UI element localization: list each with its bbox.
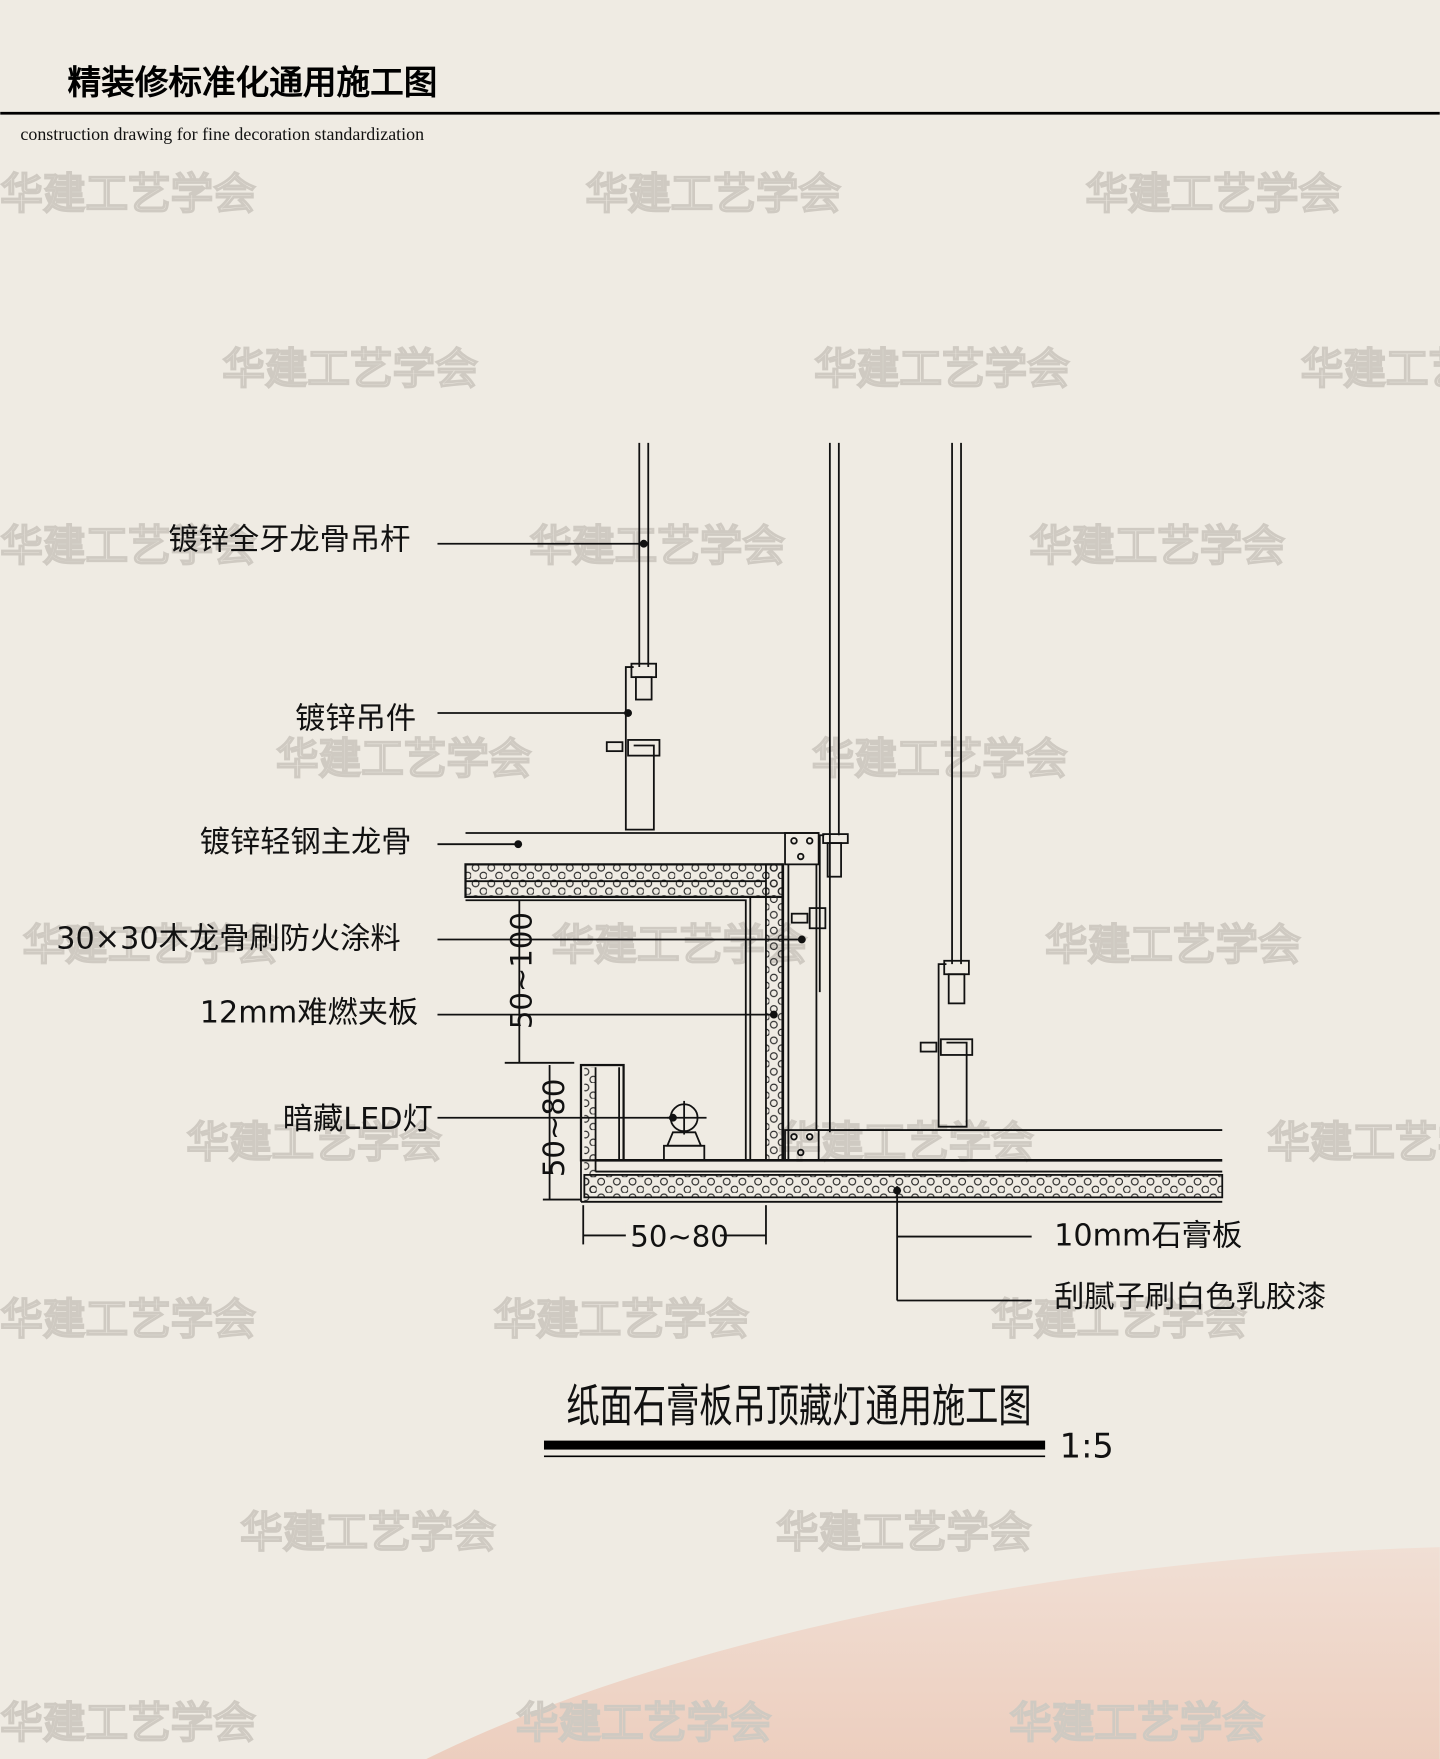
hanger-bracket-left [605,662,661,831]
svg-text:华建工艺学会: 华建工艺学会 [1029,522,1285,572]
svg-text:华建工艺学会: 华建工艺学会 [0,1295,256,1345]
label-paint: 刮腻子刷白色乳胶漆 [897,1280,1326,1315]
hanger-bracket-mid [790,833,849,993]
svg-text:30×30木龙骨刷防火涂料: 30×30木龙骨刷防火涂料 [56,921,400,956]
svg-text:50~80: 50~80 [537,1079,571,1178]
svg-text:10mm石膏板: 10mm石膏板 [1054,1219,1242,1254]
svg-text:暗藏LED灯: 暗藏LED灯 [283,1102,433,1137]
svg-text:华建工艺学会: 华建工艺学会 [1009,1699,1265,1749]
svg-text:华建工艺学会: 华建工艺学会 [991,1295,1247,1345]
watermarks: 华建工艺学会 华建工艺学会 华建工艺学会 华建工艺学会 华建工艺学会 华建工艺学… [0,169,1440,1750]
svg-text:华建工艺学会: 华建工艺学会 [1085,170,1341,220]
svg-text:华建工艺学会: 华建工艺学会 [0,170,256,220]
svg-text:华建工艺学会: 华建工艺学会 [585,170,841,220]
svg-text:华建工艺学会: 华建工艺学会 [494,1295,750,1345]
svg-text:华建工艺学会: 华建工艺学会 [222,344,478,394]
svg-text:12mm难燃夹板: 12mm难燃夹板 [200,995,418,1030]
led-light-icon [663,1100,707,1162]
hanger-rods [638,442,962,1133]
label-led: 暗藏LED灯 [283,1102,677,1137]
label-gypsum: 10mm石膏板 [893,1186,1242,1301]
svg-text:华建工艺学会: 华建工艺学会 [776,1508,1032,1558]
svg-text:华建工艺学会: 华建工艺学会 [23,921,279,971]
svg-text:华建工艺学会: 华建工艺学会 [812,735,1068,785]
page-subtitle: construction drawing for fine decoration… [20,124,424,144]
dimension-slot-width: 50~80 [582,1205,767,1254]
svg-text:华建工艺学会: 华建工艺学会 [529,522,785,572]
svg-text:50~80: 50~80 [630,1220,729,1254]
svg-text:刮腻子刷白色乳胶漆: 刮腻子刷白色乳胶漆 [1054,1280,1326,1315]
svg-text:华建工艺学会: 华建工艺学会 [0,1699,256,1749]
svg-text:华建工艺学会: 华建工艺学会 [186,1118,442,1168]
drawing-title: 纸面石膏板吊顶藏灯通用施工图 [566,1380,1031,1433]
svg-text:镀锌吊件: 镀锌吊件 [295,702,416,737]
label-rod: 镀锌全牙龙骨吊杆 [168,522,648,557]
svg-text:华建工艺学会: 华建工艺学会 [1301,344,1440,394]
plywood-layer [464,863,785,1162]
svg-text:华建工艺学会: 华建工艺学会 [1267,1118,1440,1168]
svg-text:华建工艺学会: 华建工艺学会 [240,1508,496,1558]
svg-text:华建工艺学会: 华建工艺学会 [516,1699,772,1749]
dimension-drop: 50~100 [505,900,575,1064]
label-hanger: 镀锌吊件 [295,702,632,737]
title-underline [543,1440,1046,1450]
svg-text:华建工艺学会: 华建工艺学会 [276,735,532,785]
hanger-bracket-right [919,959,974,1128]
svg-text:华建工艺学会: 华建工艺学会 [0,522,256,572]
dimension-slot-height: 50~80 [537,1065,581,1201]
svg-text:镀锌轻钢主龙骨: 镀锌轻钢主龙骨 [200,825,412,860]
svg-text:华建工艺学会: 华建工艺学会 [814,344,1070,394]
svg-text:镀锌全牙龙骨吊杆: 镀锌全牙龙骨吊杆 [168,522,410,557]
label-plywood: 12mm难燃夹板 [200,995,778,1030]
decorative-blob [426,1547,1440,1759]
drawing-scale: 1:5 [1060,1426,1114,1465]
svg-text:华建工艺学会: 华建工艺学会 [1045,921,1301,971]
svg-text:50~100: 50~100 [505,912,539,1029]
label-wood-keel: 30×30木龙骨刷防火涂料 [56,921,806,956]
main-runner [465,832,820,866]
label-main-runner: 镀锌轻钢主龙骨 [200,825,523,860]
page-title: 精装修标准化通用施工图 [68,63,438,102]
